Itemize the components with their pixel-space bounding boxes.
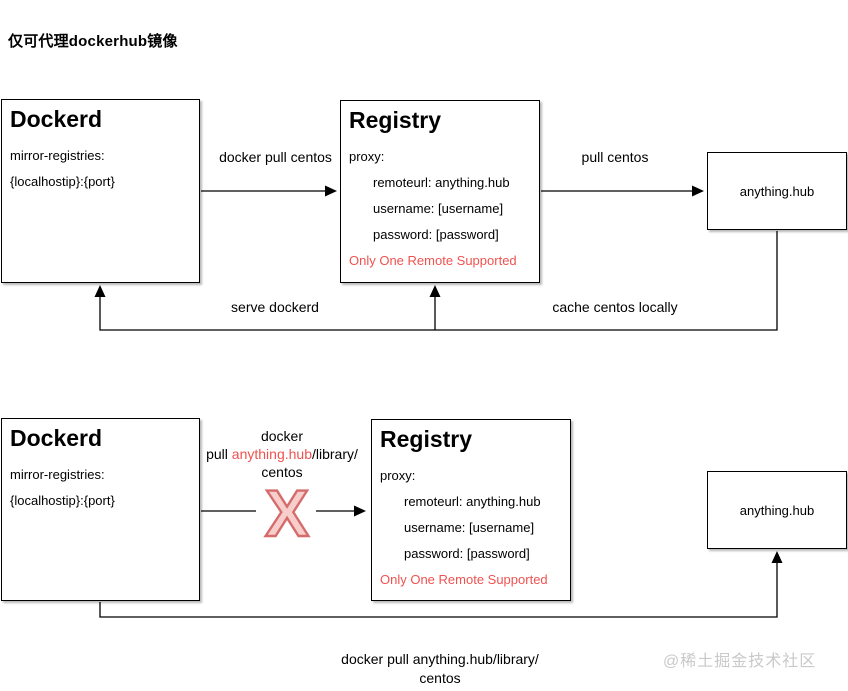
bottom-label-line1: docker pull anything.hub/library/ [341,651,539,667]
bottom-registry-entry: remoteurl: anything.hub [404,494,541,509]
edge-label-serve-dockerd: serve dockerd [231,299,319,315]
bottom-label-line2: centos [419,670,461,686]
arrowhead-up-icon [429,285,441,297]
blocked-label-line1: docker [260,428,304,444]
top-anything-hub-box: anything.hub [707,152,847,230]
bottom-dockerd-box: Dockerd mirror-registries: {localhostip}… [1,418,200,601]
edge-label-bottom-docker-pull: docker pull anything.hub/library/ centos [320,650,560,688]
bottom-dockerd-line: mirror-registries: [10,467,105,482]
watermark: @稀土掘金技术社区 [663,653,817,670]
top-registry-proxy-label: proxy: [349,149,385,164]
top-registry-entry: remoteurl: anything.hub [373,175,510,190]
blocked-label-post: /library/ [311,446,358,462]
arrowhead-up-icon [771,551,783,563]
bottom-registry-entry: password: [password] [404,546,530,561]
top-dockerd-box: Dockerd mirror-registries: {localhostip}… [1,99,200,283]
blocked-label-pre: pull [206,446,232,462]
bottom-anything-hub-label: anything.hub [739,502,815,518]
blocked-label-line3: centos [261,464,303,480]
bottom-registry-entry: username: [username] [404,520,535,535]
edge-label-docker-pull-centos: docker pull centos [219,149,332,165]
x-blocked-icon: X [265,476,309,550]
arrowhead-up-icon [94,285,106,297]
top-registry-box: Registry proxy: remoteurl: anything.hub … [340,100,540,283]
edge-label-blocked-pull: docker pull anything.hub/library/ centos [192,427,372,481]
page-title: 仅可代理dockerhub镜像 [8,33,178,50]
top-anything-hub-label: anything.hub [739,183,815,199]
bottom-dockerd-line: {localhostip}:{port} [10,493,115,508]
edge-label-cache-centos-locally: cache centos locally [552,299,678,315]
blocked-label-red: anything.hub [231,446,312,462]
top-registry-warning: Only One Remote Supported [349,253,517,268]
bottom-registry-title: Registry [380,426,473,452]
bottom-registry-box: Registry proxy: remoteurl: anything.hub … [371,419,571,601]
arrowhead-right-icon [692,185,704,197]
edge-label-pull-centos: pull centos [581,149,649,165]
top-dockerd-line: {localhostip}:{port} [10,174,115,189]
bottom-registry-proxy-label: proxy: [380,468,416,483]
arrowhead-right-icon [354,505,366,517]
bottom-registry-warning: Only One Remote Supported [380,572,548,587]
arrowhead-right-icon [325,185,337,197]
top-registry-entry: password: [password] [373,227,499,242]
x-blocked-backdrop [256,480,316,544]
top-registry-title: Registry [349,107,442,133]
bottom-dockerd-title: Dockerd [10,425,103,451]
top-registry-entry: username: [username] [373,201,504,216]
bottom-anything-hub-box: anything.hub [707,471,847,549]
top-dockerd-line: mirror-registries: [10,148,105,163]
top-dockerd-title: Dockerd [10,106,103,132]
